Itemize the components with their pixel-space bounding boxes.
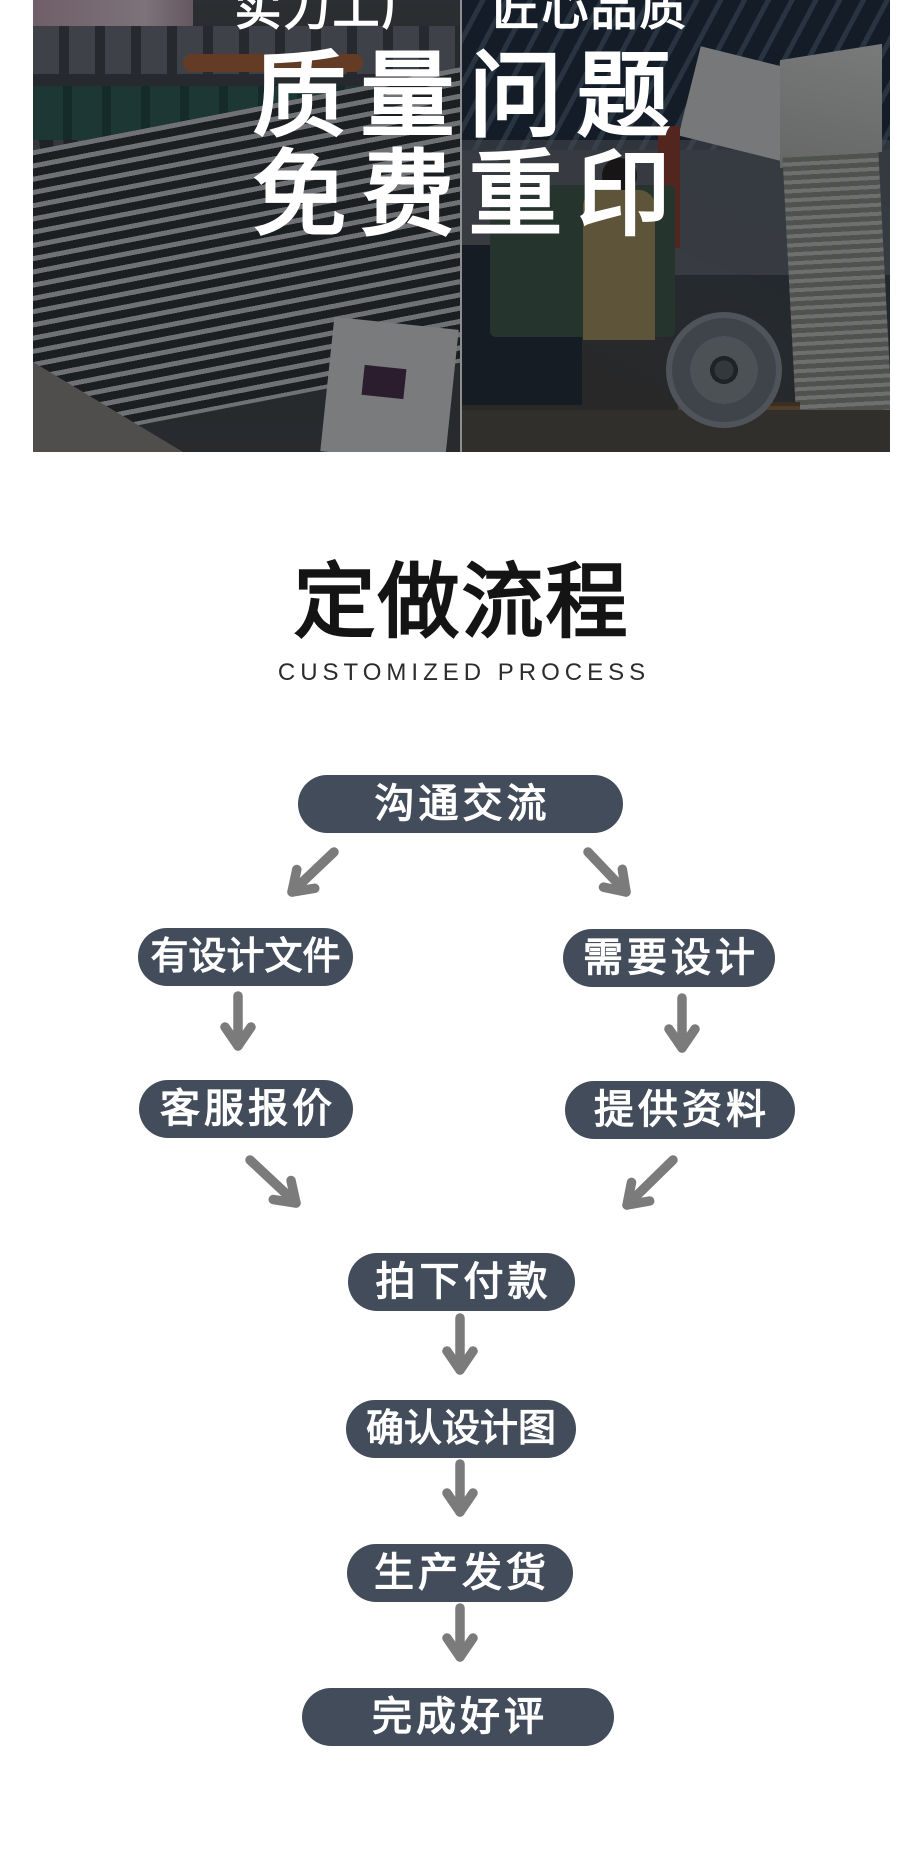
- flow-step-service-quote: 客服报价: [139, 1080, 353, 1138]
- flow-step-communicate: 沟通交流: [298, 775, 623, 833]
- badge-strength-factory: 实力工厂: [234, 0, 431, 35]
- arrow-merge-left-icon: [245, 1155, 301, 1208]
- left-factory-photo: [33, 0, 460, 452]
- badge-craftsman-quality: 匠心品质: [492, 0, 689, 35]
- flow-step-confirm-design: 确认设计图: [346, 1400, 576, 1458]
- floor-shape: [462, 410, 890, 452]
- section-title: 定做流程: [293, 557, 630, 648]
- arrow-merge-right-icon: [622, 1155, 678, 1210]
- arrow-split-right-icon: [583, 847, 631, 897]
- headline-line-2: 免费重印: [252, 142, 685, 247]
- flow-step-produce-ship: 生产发货: [347, 1544, 573, 1602]
- flow-step-complete-review: 完成好评: [302, 1688, 614, 1746]
- banner-headline: 质量问题 免费重印: [33, 46, 890, 244]
- factory-banner: 实力工厂 匠心品质 质量问题 免费重印: [33, 0, 890, 452]
- floor-fan-shape: [666, 312, 782, 428]
- orange-roller-shape: [183, 54, 363, 72]
- arrow-split-left-icon: [287, 847, 339, 897]
- right-factory-photo: [462, 0, 890, 452]
- worker-body-shape: [583, 190, 655, 340]
- dark-overlay: [33, 0, 890, 452]
- worker-head-shape: [602, 158, 637, 193]
- flow-step-have-design-file: 有设计文件: [138, 928, 353, 986]
- flow-step-place-order-pay: 拍下付款: [348, 1253, 575, 1311]
- banner-badges: 实力工厂 匠心品质: [33, 0, 890, 39]
- flow-step-provide-material: 提供资料: [565, 1081, 795, 1139]
- headline-line-1: 质量问题: [252, 43, 685, 148]
- flow-step-need-design: 需要设计: [563, 929, 775, 987]
- section-subtitle: CUSTOMIZED PROCESS: [277, 659, 651, 686]
